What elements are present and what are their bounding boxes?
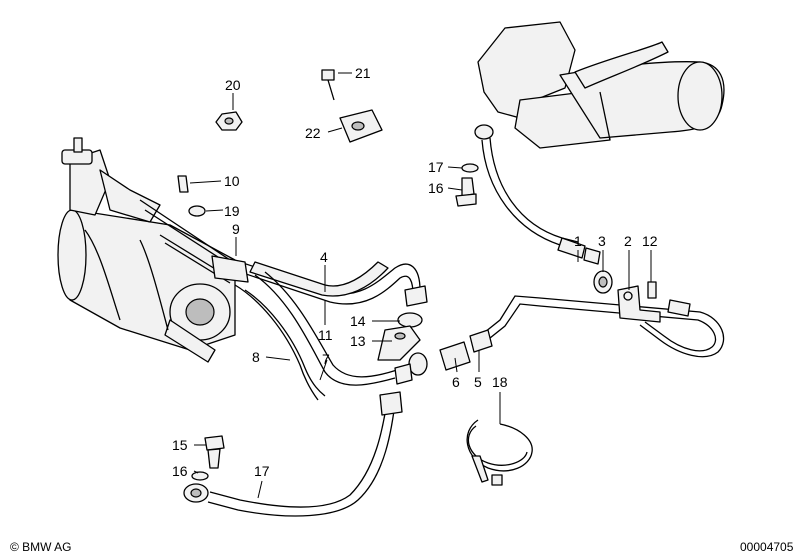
label-14: 14: [350, 313, 366, 329]
label-16-upper: 16: [428, 180, 444, 196]
footer: © BMW AG 00004705: [10, 540, 794, 554]
fittings: [177, 69, 691, 503]
label-3: 3: [598, 233, 606, 249]
label-17-lower: 16: [172, 463, 188, 479]
label-5: 5: [474, 374, 482, 390]
brake-lines: [139, 137, 725, 517]
label-7: 7: [322, 351, 330, 367]
label-16-lower: 15: [172, 437, 188, 453]
label-6: 6: [452, 374, 460, 390]
label-4: 4: [320, 249, 328, 265]
copyright-text: © BMW AG: [10, 540, 72, 554]
label-13: 13: [350, 333, 366, 349]
pump-motor-assembly: [57, 137, 236, 363]
label-20: 20: [225, 77, 241, 93]
label-17-upper: 17: [428, 159, 444, 175]
label-15: 17: [254, 463, 270, 479]
label-12: 12: [642, 233, 658, 249]
handlebar-assembly: [477, 21, 725, 149]
label-1: 1: [574, 233, 582, 249]
label-11: 11: [318, 327, 333, 343]
part-labels: 20 21 22 10 19 9 4 11 7 8 14 13 17 16 1 …: [172, 65, 658, 479]
drawing-number: 00004705: [740, 540, 794, 554]
label-21: 21: [355, 65, 371, 81]
label-10: 10: [224, 173, 240, 189]
label-18: 18: [492, 374, 508, 390]
label-22: 22: [305, 125, 321, 141]
label-2: 2: [624, 233, 632, 249]
label-8: 8: [252, 349, 260, 365]
label-9: 9: [232, 221, 240, 237]
leader-lines: [189, 72, 652, 499]
label-19: 19: [224, 203, 240, 219]
